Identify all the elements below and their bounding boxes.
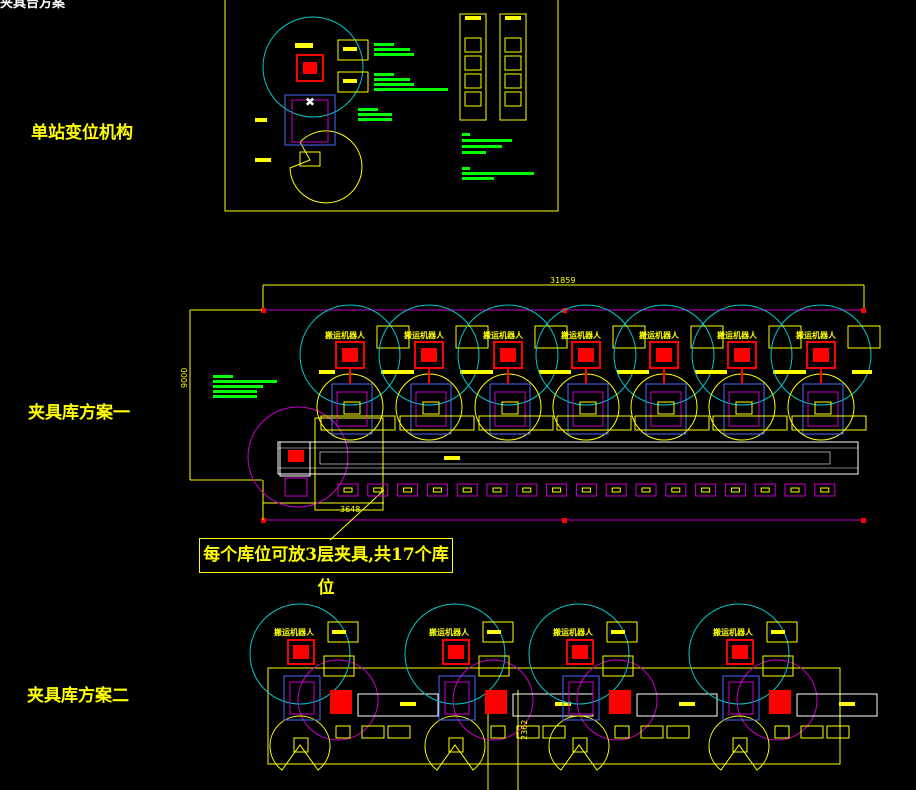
storage-slot-15 [754, 483, 776, 497]
robot-station-7 [770, 304, 881, 441]
storage-slot-12 [665, 483, 687, 497]
drawing-title: 夹具台方案 [0, 0, 66, 11]
robot-station-5 [613, 304, 724, 441]
robot-station-6 [691, 304, 802, 441]
robot-label-plan-two-4: 搬运机器人 [713, 628, 753, 637]
storage-slot-11 [635, 483, 657, 497]
storage-slot-1 [337, 483, 359, 497]
storage-slot-14 [724, 483, 746, 497]
storage-note: 每个库位可放3层夹具,共17个库位 [199, 538, 453, 598]
storage-slot-16 [784, 483, 806, 497]
robot-label-plan-two-2: 搬运机器人 [429, 628, 469, 637]
storage-slot-13 [695, 483, 717, 497]
robot-label-plan-one-7: 搬运机器人 [796, 331, 836, 340]
fixture-plan-one-diagram [189, 284, 881, 541]
robot-label-plan-one-5: 搬运机器人 [639, 331, 679, 340]
robot-cell-4 [688, 603, 878, 771]
dimension-height: 9000 [180, 367, 189, 388]
robot-station-4 [535, 304, 646, 441]
storage-slot-5 [456, 483, 478, 497]
storage-slot-2 [367, 483, 389, 497]
robot-station-1 [299, 304, 410, 441]
dimension-plan-two-height: 2362 [520, 719, 529, 740]
section-label-plan-two: 夹具库方案二 [27, 686, 129, 706]
robot-label-plan-one-1: 搬运机器人 [325, 331, 365, 340]
section-label-single-station: 单站变位机构 [31, 123, 133, 143]
storage-slot-3 [397, 483, 419, 497]
robot-label-plan-one-6: 搬运机器人 [717, 331, 757, 340]
robot-cell-1 [249, 603, 439, 771]
storage-slot-8 [546, 483, 568, 497]
storage-slot-10 [605, 483, 627, 497]
storage-slot-6 [486, 483, 508, 497]
robot-label-plan-one-2: 搬运机器人 [404, 331, 444, 340]
robot-cell-3 [528, 603, 718, 771]
svg-text:✖: ✖ [305, 95, 315, 109]
robot-station-3 [457, 304, 568, 441]
dimension-total-length: 31859 [550, 276, 576, 285]
fixture-plan-two-diagram [249, 603, 878, 790]
section-label-plan-one: 夹具库方案一 [28, 403, 130, 423]
storage-slot-17 [814, 483, 836, 497]
dimension-offset: 3648 [340, 505, 361, 514]
robot-label-plan-one-3: 搬运机器人 [483, 331, 523, 340]
robot-label-plan-two-3: 搬运机器人 [553, 628, 593, 637]
storage-slot-9 [575, 483, 597, 497]
robot-station-2 [378, 304, 489, 441]
robot-label-plan-one-4: 搬运机器人 [561, 331, 601, 340]
storage-slot-4 [426, 483, 448, 497]
robot-label-plan-two-1: 搬运机器人 [274, 628, 314, 637]
single-station-diagram: ✖ [224, 0, 559, 212]
storage-slot-7 [516, 483, 538, 497]
